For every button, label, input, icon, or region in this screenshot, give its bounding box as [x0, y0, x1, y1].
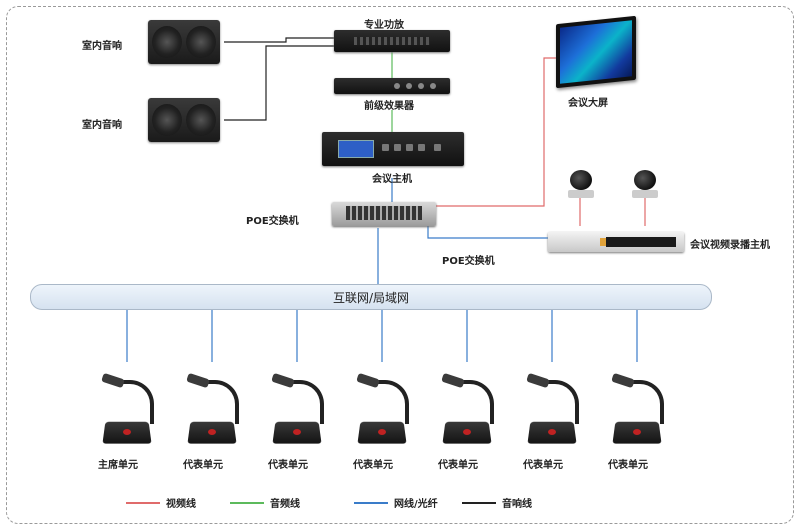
legend-swatch [354, 502, 388, 504]
speaker-2-label: 室内音响 [82, 120, 122, 131]
display-label: 会议大屏 [568, 98, 608, 109]
speaker-1 [148, 20, 220, 64]
net-line-switch-recorder [427, 226, 548, 239]
switch-sub-label: POE交换机 [442, 256, 495, 267]
unit-label: 代表单元 [353, 460, 393, 471]
conference-host [322, 132, 464, 166]
unit-label: 主席单元 [98, 460, 138, 471]
conference-display [556, 15, 636, 89]
camera-1 [564, 168, 598, 198]
microphone-unit [441, 372, 494, 444]
amplifier [334, 30, 450, 52]
microphone-unit [271, 372, 324, 444]
effects-label: 前级效果器 [364, 101, 414, 112]
unit-label: 代表单元 [608, 460, 648, 471]
video-recorder [548, 232, 684, 252]
legend-swatch [462, 502, 496, 504]
poe-switch [332, 202, 436, 226]
unit-label: 代表单元 [268, 460, 308, 471]
speaker-line-1 [224, 37, 334, 43]
legend-label: 视频线 [166, 499, 196, 510]
microphone-unit [186, 372, 239, 444]
legend-label: 网线/光纤 [394, 499, 438, 510]
unit-label: 代表单元 [183, 460, 223, 471]
diagram-frame [6, 6, 794, 524]
legend-label: 音响线 [502, 499, 532, 510]
switch-main-label: POE交换机 [246, 216, 299, 227]
legend-label: 音频线 [270, 499, 300, 510]
speaker-1-label: 室内音响 [82, 41, 122, 52]
microphone-unit [526, 372, 579, 444]
camera-2 [628, 168, 662, 198]
effects-processor [334, 78, 450, 94]
host-label: 会议主机 [372, 174, 412, 185]
video-line-switch-display [436, 57, 556, 207]
unit-label: 代表单元 [523, 460, 563, 471]
legend-swatch [230, 502, 264, 504]
speaker-2 [148, 98, 220, 142]
unit-label: 代表单元 [438, 460, 478, 471]
network-bar: 互联网/局域网 [30, 284, 712, 310]
speaker-line-2 [224, 45, 334, 121]
microphone-unit [101, 372, 154, 444]
recorder-label: 会议视频录播主机 [690, 240, 770, 251]
legend-swatch [126, 502, 160, 504]
amplifier-label: 专业功放 [364, 20, 404, 31]
microphone-unit [356, 372, 409, 444]
microphone-unit [611, 372, 664, 444]
network-label: 互联网/局域网 [332, 291, 410, 305]
